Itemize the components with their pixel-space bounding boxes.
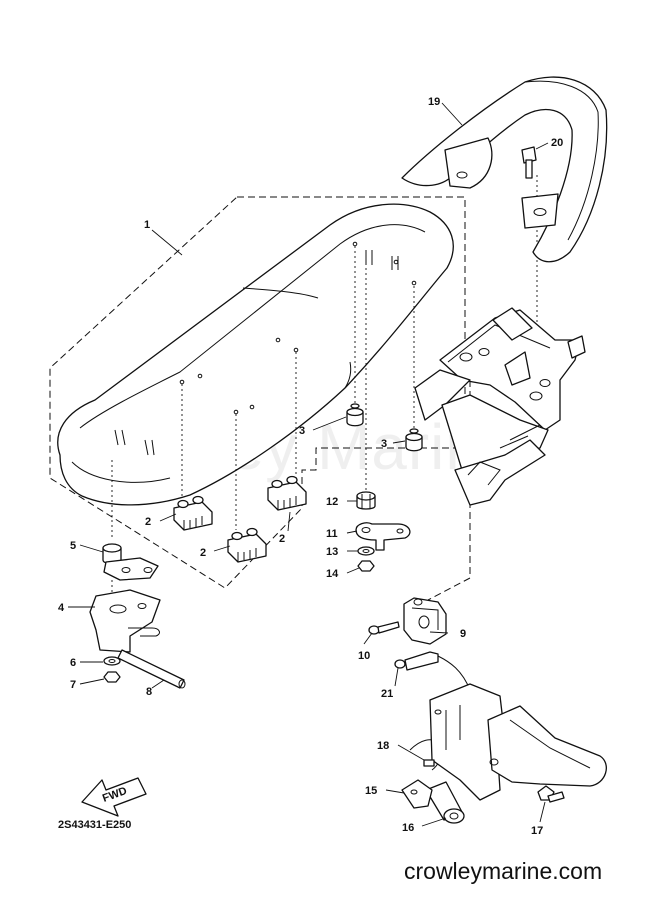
bolt [537,785,565,803]
diagram-code: 2S43431-E250 [58,819,132,831]
bolt [521,146,537,179]
lock-lever [401,779,433,809]
callout-19: 19 [428,96,440,108]
grab-bar [401,76,608,263]
callout-12: 12 [326,496,338,508]
callout-6: 6 [70,657,76,669]
callout-16: 16 [402,822,414,834]
leader-lines [68,102,549,827]
callout-10: 10 [358,650,370,662]
nut [357,560,375,572]
callout-2: 2 [145,516,151,528]
wire-end [423,759,435,767]
callout-2: 2 [200,547,206,559]
website-label: crowleymarine.com [404,858,603,884]
callout-21: 21 [381,688,393,700]
lock-bracket [429,683,607,801]
seat-bumper [267,475,307,511]
washer [357,546,375,556]
seat-bumper [173,495,213,531]
collar [356,491,376,510]
callout-15: 15 [365,785,377,797]
screw [368,621,400,635]
key-lock-cylinder [425,781,465,824]
forward-arrow-icon: FWD [81,777,147,817]
striker-plate [355,522,411,551]
rear-frame-bracket [414,307,586,506]
callout-9: 9 [460,628,466,640]
callout-11: 11 [326,528,338,540]
callout-17: 17 [531,825,543,837]
seat-assembly-boundary [49,196,466,589]
seat-lock [403,597,447,645]
seat [57,203,454,506]
damper [346,403,364,427]
nut [103,671,121,683]
callout-18: 18 [377,740,389,752]
hinge-bracket [89,589,161,653]
pin [117,649,186,689]
callout-labels: 1 2 2 2 3 3 4 5 6 7 8 9 10 11 12 13 14 1… [58,96,563,837]
callout-20: 20 [551,137,563,149]
damper [405,428,423,452]
cable-clamp [394,651,439,671]
washer [103,656,121,666]
callout-3: 3 [299,425,305,437]
seat-bumper [227,527,267,563]
callout-2: 2 [279,533,285,545]
hinge-pin-bracket [102,543,159,581]
callout-4: 4 [58,602,65,614]
callout-13: 13 [326,546,338,558]
callout-1: 1 [144,219,150,231]
callout-3: 3 [381,438,387,450]
callout-7: 7 [70,679,76,691]
callout-8: 8 [146,686,152,698]
callout-14: 14 [326,568,339,580]
callout-5: 5 [70,540,76,552]
